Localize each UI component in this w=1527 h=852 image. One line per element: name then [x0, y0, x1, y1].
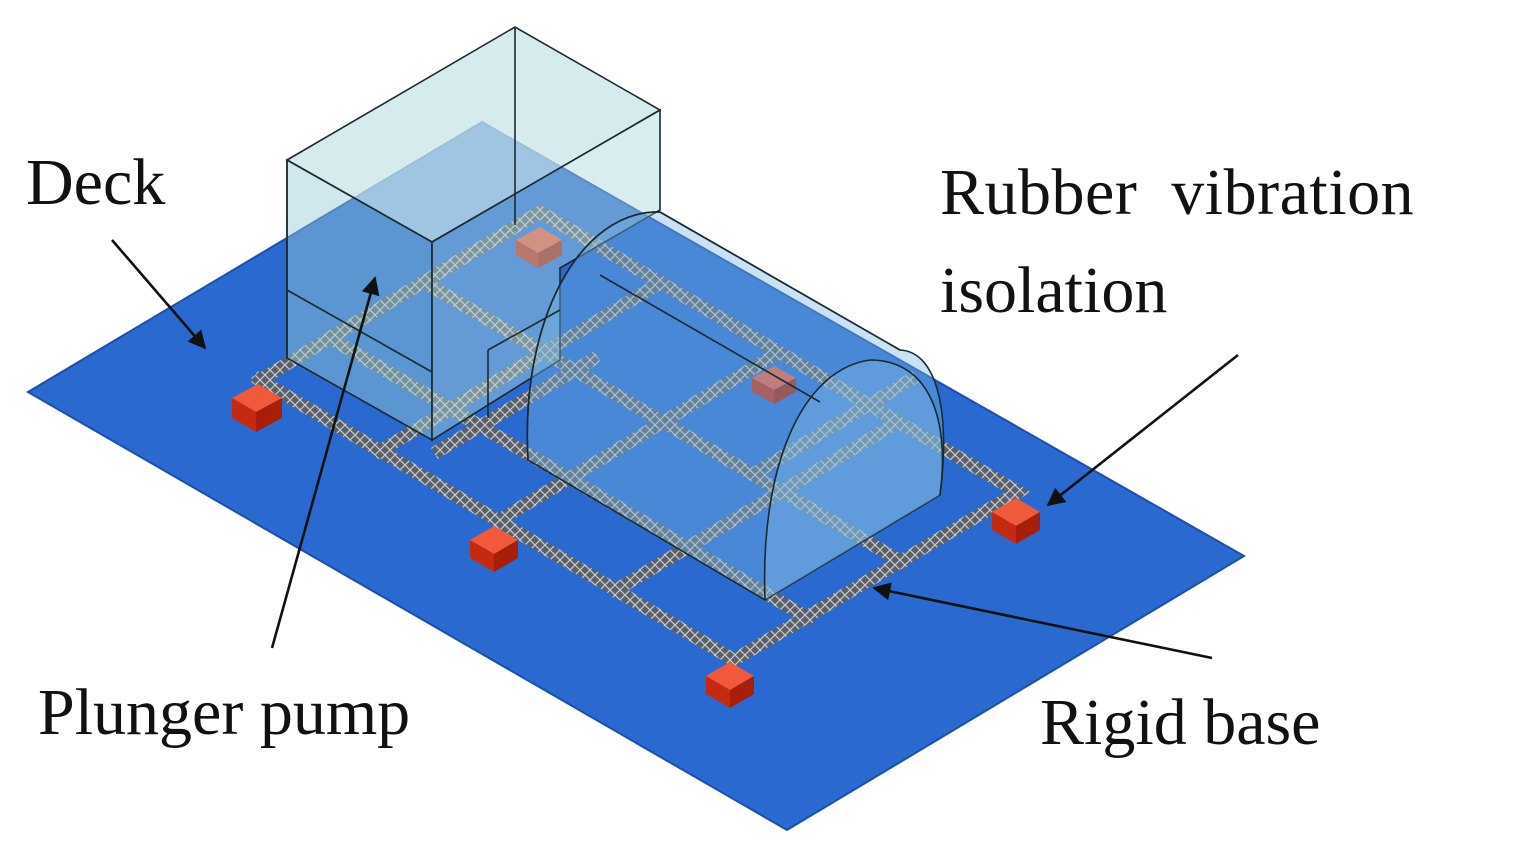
isolator-block	[992, 498, 1040, 544]
frame-long-2	[415, 273, 911, 571]
isolator-block	[470, 526, 518, 572]
rubber-isolation-arrow	[1046, 353, 1239, 507]
deck-plate	[26, 120, 1246, 832]
frame-cross-1	[371, 274, 669, 460]
isolator-block	[516, 227, 562, 268]
frame-short-2	[751, 371, 919, 479]
frame-long-1	[321, 329, 817, 627]
plunger-pump	[285, 26, 662, 442]
frame-outer	[251, 204, 1031, 668]
motor-housing	[487, 211, 945, 601]
leader-arrows	[111, 239, 1239, 660]
isolator-block	[706, 662, 754, 708]
rigid-base-frame	[251, 204, 1031, 668]
plunger-pump-label: Plunger pump	[38, 676, 411, 749]
frame-short-1	[431, 351, 601, 459]
pump-side	[431, 108, 661, 442]
plunger-pump-arrow	[270, 276, 380, 649]
rigid-base-arrow	[872, 582, 1213, 660]
isolator-block	[232, 384, 282, 432]
deck-arrow	[111, 239, 207, 350]
rigid-base-label: Rigid base	[1040, 686, 1321, 759]
rubber-vibration-label-line2: isolation	[940, 254, 1168, 327]
motor-front-arch	[763, 359, 944, 601]
frame-cross-2	[489, 344, 787, 530]
rubber-vibration-label-line1: Rubber vibration	[940, 156, 1415, 229]
deck-label: Deck	[26, 146, 166, 219]
frame-cross-3	[607, 413, 907, 599]
